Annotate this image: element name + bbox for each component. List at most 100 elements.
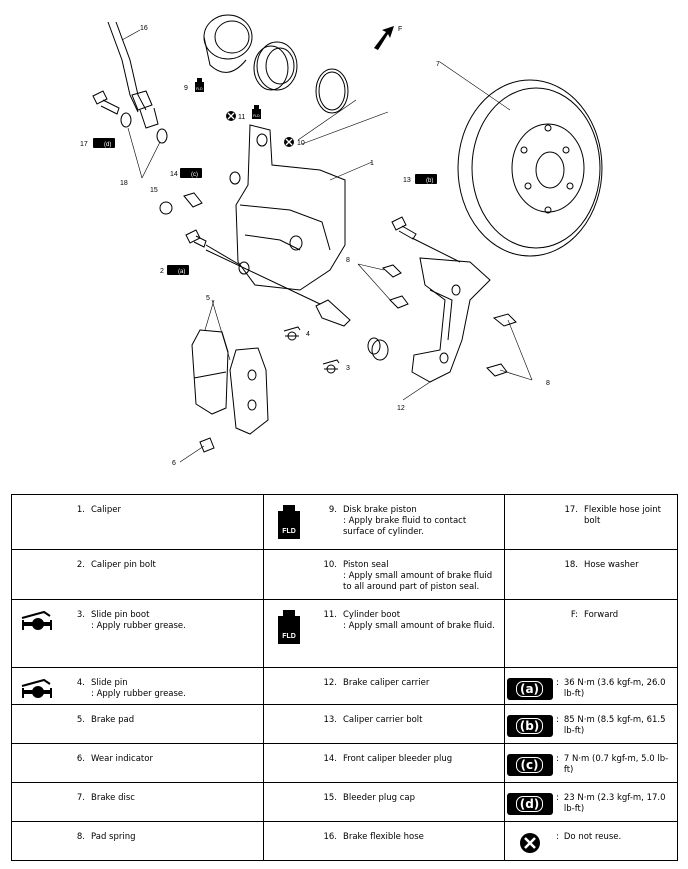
colon-separator: :	[556, 793, 559, 803]
torque-icon: (c)	[180, 168, 202, 178]
legend-symbol	[505, 832, 554, 854]
legend-cell: 16.Brake flexible hose	[263, 821, 505, 861]
do-not-reuse-icon	[284, 137, 294, 147]
item-number: 12.	[323, 678, 337, 688]
legend-cell: 10. Piston seal: Apply small amount of br…	[263, 549, 505, 600]
item-name: Piston seal: Apply small amount of brake…	[343, 560, 504, 593]
colon-separator: :	[556, 678, 559, 688]
item-name: Pad spring	[91, 832, 263, 843]
label-8b: 8	[546, 380, 550, 387]
label-10: 10	[297, 140, 305, 147]
label-11: 11	[238, 114, 245, 121]
item-name: Slide pin: Apply rubber grease.	[91, 678, 263, 700]
item-number: 10.	[323, 560, 337, 570]
item-number: 14.	[323, 754, 337, 764]
legend-row: 4.Slide pin: Apply rubber grease.12.Brak…	[11, 667, 678, 705]
legend-symbol: (c)	[505, 754, 554, 776]
label-7: 7	[436, 61, 440, 68]
label-3: 3	[346, 365, 350, 372]
grease-icon	[21, 610, 52, 630]
item-name: Wear indicator	[91, 754, 263, 765]
pad-spring	[492, 313, 517, 327]
item-name-text: Brake disc	[91, 793, 135, 803]
item-number: 3.	[76, 610, 85, 620]
item-name-text: Caliper	[91, 505, 121, 515]
brake-exploded-diagram: FLD FLD (d) (c) (b) (a) 16 F 9 7 11 10	[80, 14, 603, 467]
item-name: Forward	[584, 610, 677, 621]
item-number: 18.	[564, 560, 578, 570]
item-name: Brake pad	[91, 715, 263, 726]
legend-cell: (b):85 N·m (8.5 kgf-m, 61.5 lb-ft)	[504, 704, 678, 744]
hose-washer	[120, 112, 132, 128]
hose-washer	[156, 128, 168, 144]
item-name: Hose washer	[584, 560, 677, 571]
item-name: Slide pin boot: Apply rubber grease.	[91, 610, 263, 632]
torque-icon: (b)	[415, 174, 437, 184]
item-name-text: Front caliper bleeder plug	[343, 754, 453, 764]
label-16: 16	[140, 25, 148, 32]
torque-icon: (a)	[167, 265, 189, 275]
legend-row: 1.Caliper FLD 9.Disk brake piston: Apply…	[11, 494, 678, 550]
legend-cell: FLD 9.Disk brake piston: Apply brake flu…	[263, 494, 505, 550]
item-name-text: Slide pin	[91, 678, 128, 688]
legend-cell: 17.Flexible hose joint bolt	[504, 494, 678, 550]
legend-symbol: (d)	[505, 793, 554, 815]
item-name-text: Slide pin boot	[91, 610, 150, 620]
spec-value: 85 N·m (8.5 kgf-m, 61.5 lb-ft)	[563, 715, 666, 736]
label-18: 18	[120, 180, 128, 187]
legend-row: 6. Wear indicator 14. Front caliper bleeder…	[11, 743, 678, 783]
legend-cell: 8. Pad spring	[11, 821, 264, 861]
item-name-text: Pad spring	[91, 832, 136, 842]
svg-text:FLD: FLD	[196, 87, 203, 91]
label-6: 6	[172, 460, 176, 467]
legend-cell: F:Forward	[504, 599, 678, 668]
spec-value: 7 N·m (0.7 kgf-m, 5.0 lb-ft)	[563, 754, 669, 775]
item-name-text: Piston seal	[343, 560, 389, 570]
svg-text:(b): (b)	[426, 178, 433, 184]
label-12: 12	[397, 405, 405, 412]
disk-brake-piston	[203, 14, 253, 73]
item-name: Cylinder boot: Apply small amount of bra…	[343, 610, 504, 632]
brake-disc	[457, 79, 603, 257]
caliper-pin-bolt	[185, 229, 207, 248]
item-number: 8.	[76, 832, 85, 842]
item-note: : Apply small amount of brake fluid to a…	[343, 571, 493, 592]
legend-symbol	[12, 678, 61, 700]
item-number: 11.	[323, 610, 337, 620]
label-17: 17	[80, 141, 88, 148]
piston-seal	[315, 68, 349, 114]
do-not-reuse-icon	[519, 833, 540, 853]
legend-cell: 2.Caliper pin bolt	[11, 549, 264, 600]
legend-cell: 12. Brake caliper carrier	[263, 667, 505, 705]
label-8: 8	[346, 257, 350, 264]
item-number: 6.	[76, 754, 85, 764]
item-number: 17.	[564, 505, 578, 515]
bleeder-plug	[183, 192, 203, 208]
legend-cell: (a):36 N·m (3.6 kgf-m, 26.0 lb-ft)	[504, 667, 678, 705]
hose-joint	[131, 90, 159, 129]
item-name: Disk brake piston: Apply brake fluid to …	[343, 505, 504, 538]
colon-separator: :	[556, 754, 559, 764]
label-14: 14	[170, 171, 178, 178]
svg-text:FLD: FLD	[253, 114, 260, 118]
item-number: 9.	[328, 505, 337, 515]
label-13: 13	[403, 177, 411, 184]
label-15: 15	[150, 187, 158, 194]
spec-value: 36 N·m (3.6 kgf-m, 26.0 lb-ft)	[563, 678, 666, 699]
brake-flexible-hose	[107, 21, 147, 113]
legend-cell: 7.Brake disc	[11, 782, 264, 822]
item-name: Front caliper bleeder plug	[343, 754, 504, 765]
brake-caliper-carrier	[411, 257, 491, 383]
item-name-text: Brake pad	[91, 715, 135, 725]
legend-cell: :Do not reuse.	[504, 821, 678, 861]
item-name: Brake caliper carrier	[343, 678, 504, 689]
svg-text:(a): (a)	[178, 269, 185, 275]
fld-icon: FLD	[277, 610, 300, 644]
svg-text:FLD: FLD	[282, 633, 296, 640]
torque-icon: (a)	[506, 678, 553, 700]
legend-symbol: (b)	[505, 715, 554, 737]
flexible-hose-joint-bolt	[92, 90, 120, 115]
item-note: : Apply brake fluid to contact surface o…	[343, 516, 467, 537]
item-name: Caliper	[91, 505, 263, 516]
svg-text:(c): (c)	[191, 172, 198, 178]
